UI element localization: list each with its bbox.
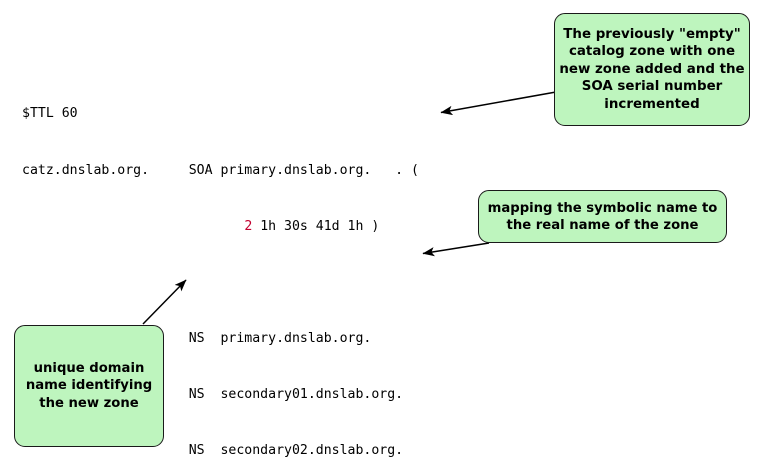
zone-line-soa: catz.dnslab.org. SOA primary.dnslab.org.…	[22, 162, 419, 178]
callout-unique-domain-name: unique domain name identifying the new z…	[14, 325, 164, 447]
soa-serial-timers: 1h 30s 41d 1h )	[252, 218, 380, 234]
callout-unique-text: unique domain name identifying the new z…	[25, 360, 153, 411]
zone-line-ns-2: NS secondary01.dnslab.org.	[22, 386, 404, 402]
zone-line-blank-1	[22, 274, 451, 293]
zone-file-listing: $TTL 60 catz.dnslab.org. SOA primary.dns…	[22, 68, 451, 461]
zone-line-soa-serial: 2 1h 30s 41d 1h )	[22, 218, 451, 237]
callout-mapping-text: mapping the symbolic name to the real na…	[487, 200, 718, 233]
soa-serial-indent	[22, 219, 244, 234]
soa-serial-number: 2	[244, 218, 253, 234]
callout-soa-serial: The previously "empty" catalog zone with…	[554, 13, 750, 126]
zone-line-ttl: $TTL 60	[22, 106, 78, 122]
zone-line-ns-3: NS secondary02.dnslab.org.	[22, 443, 404, 459]
callout-soa-text: The previously "empty" catalog zone with…	[559, 26, 745, 112]
zone-line-ns-1: NS primary.dnslab.org.	[22, 330, 372, 346]
callout-symbolic-name-mapping: mapping the symbolic name to the real na…	[478, 190, 727, 243]
arrow-soa-callout	[440, 91, 557, 116]
